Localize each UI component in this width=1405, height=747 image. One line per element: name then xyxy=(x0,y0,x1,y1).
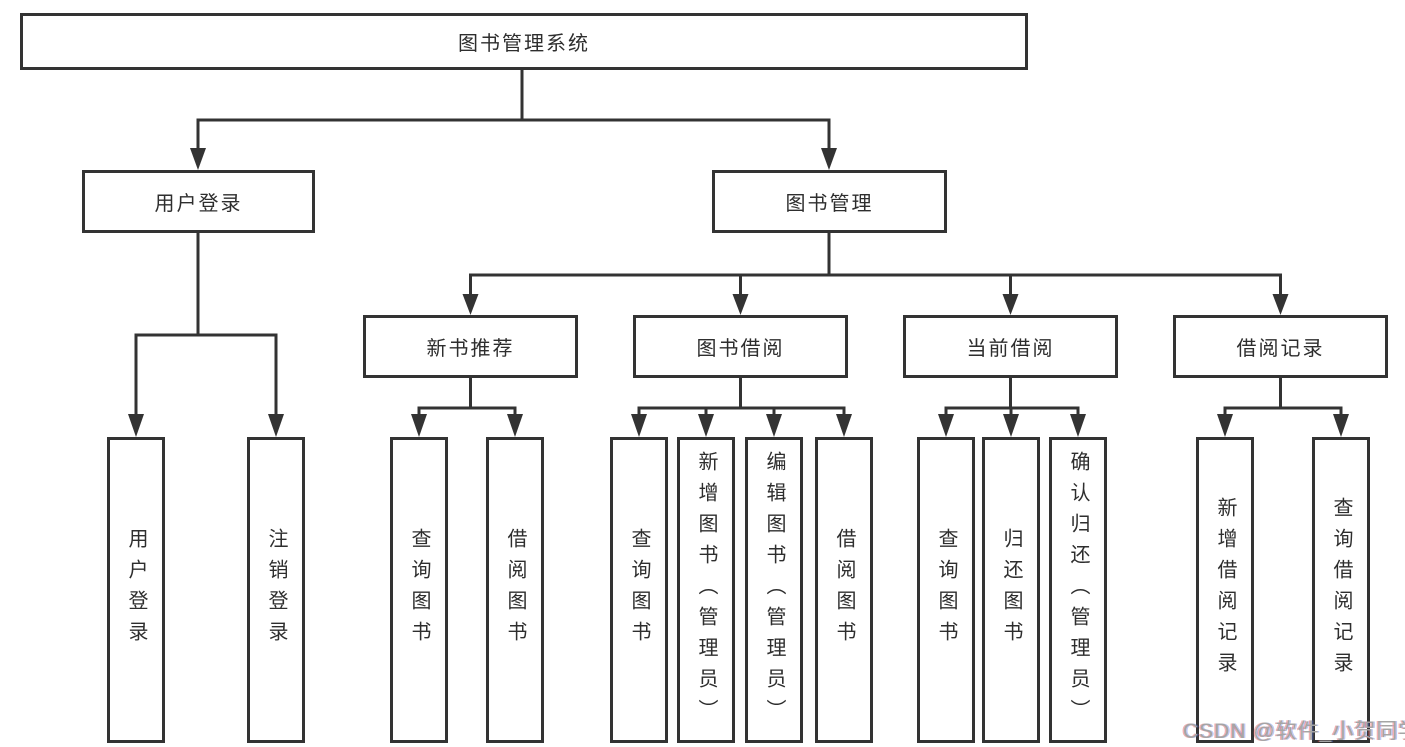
node-book-borrow: 图书借阅 xyxy=(633,315,848,378)
csdn-watermark: CSDN @软件_小贺同学 xyxy=(1183,720,1405,743)
node-current-borrow: 当前借阅 xyxy=(903,315,1118,378)
node-library-management-system: 图书管理系统 xyxy=(20,13,1028,70)
node-label: 查询图书 xyxy=(935,528,957,652)
node-label: 图书管理 xyxy=(785,193,874,215)
leaf-borrow-books-1: 借阅图书 xyxy=(486,437,544,743)
leaf-query-borrow-record: 查询借阅记录 xyxy=(1312,437,1370,743)
node-label: 用户登录 xyxy=(125,528,147,652)
leaf-user-login: 用户登录 xyxy=(107,437,165,743)
leaf-add-borrow-record: 新增借阅记录 xyxy=(1196,437,1254,743)
node-label: 图书管理系统 xyxy=(458,33,590,55)
node-borrow-records: 借阅记录 xyxy=(1173,315,1388,378)
leaf-query-books-3: 查询图书 xyxy=(917,437,975,743)
node-label: 新增图书（管理员） xyxy=(695,450,717,730)
leaf-logout: 注销登录 xyxy=(247,437,305,743)
leaf-query-books-1: 查询图书 xyxy=(390,437,448,743)
node-label: 新增借阅记录 xyxy=(1214,497,1236,683)
node-label: 新书推荐 xyxy=(426,338,515,360)
leaf-edit-books-admin: 编辑图书（管理员） xyxy=(745,437,803,743)
node-label: 注销登录 xyxy=(265,528,287,652)
leaf-borrow-books-2: 借阅图书 xyxy=(815,437,873,743)
node-label: 当前借阅 xyxy=(966,338,1055,360)
leaf-return-books: 归还图书 xyxy=(982,437,1040,743)
leaf-add-books-admin: 新增图书（管理员） xyxy=(677,437,735,743)
node-label: 确认归还（管理员） xyxy=(1067,450,1089,730)
node-label: 查询图书 xyxy=(628,528,650,652)
node-label: 归还图书 xyxy=(1000,528,1022,652)
node-label: 用户登录 xyxy=(154,193,243,215)
node-label: 图书借阅 xyxy=(696,338,785,360)
node-label: 借阅图书 xyxy=(833,528,855,652)
node-label: 查询图书 xyxy=(408,528,430,652)
node-book-management: 图书管理 xyxy=(712,170,947,233)
leaf-query-books-2: 查询图书 xyxy=(610,437,668,743)
leaf-confirm-return-admin: 确认归还（管理员） xyxy=(1049,437,1107,743)
node-label: 借阅图书 xyxy=(504,528,526,652)
node-label: 编辑图书（管理员） xyxy=(763,450,785,730)
node-user-login: 用户登录 xyxy=(82,170,315,233)
node-label: 借阅记录 xyxy=(1236,338,1325,360)
node-new-book-recommend: 新书推荐 xyxy=(363,315,578,378)
node-label: 查询借阅记录 xyxy=(1330,497,1352,683)
